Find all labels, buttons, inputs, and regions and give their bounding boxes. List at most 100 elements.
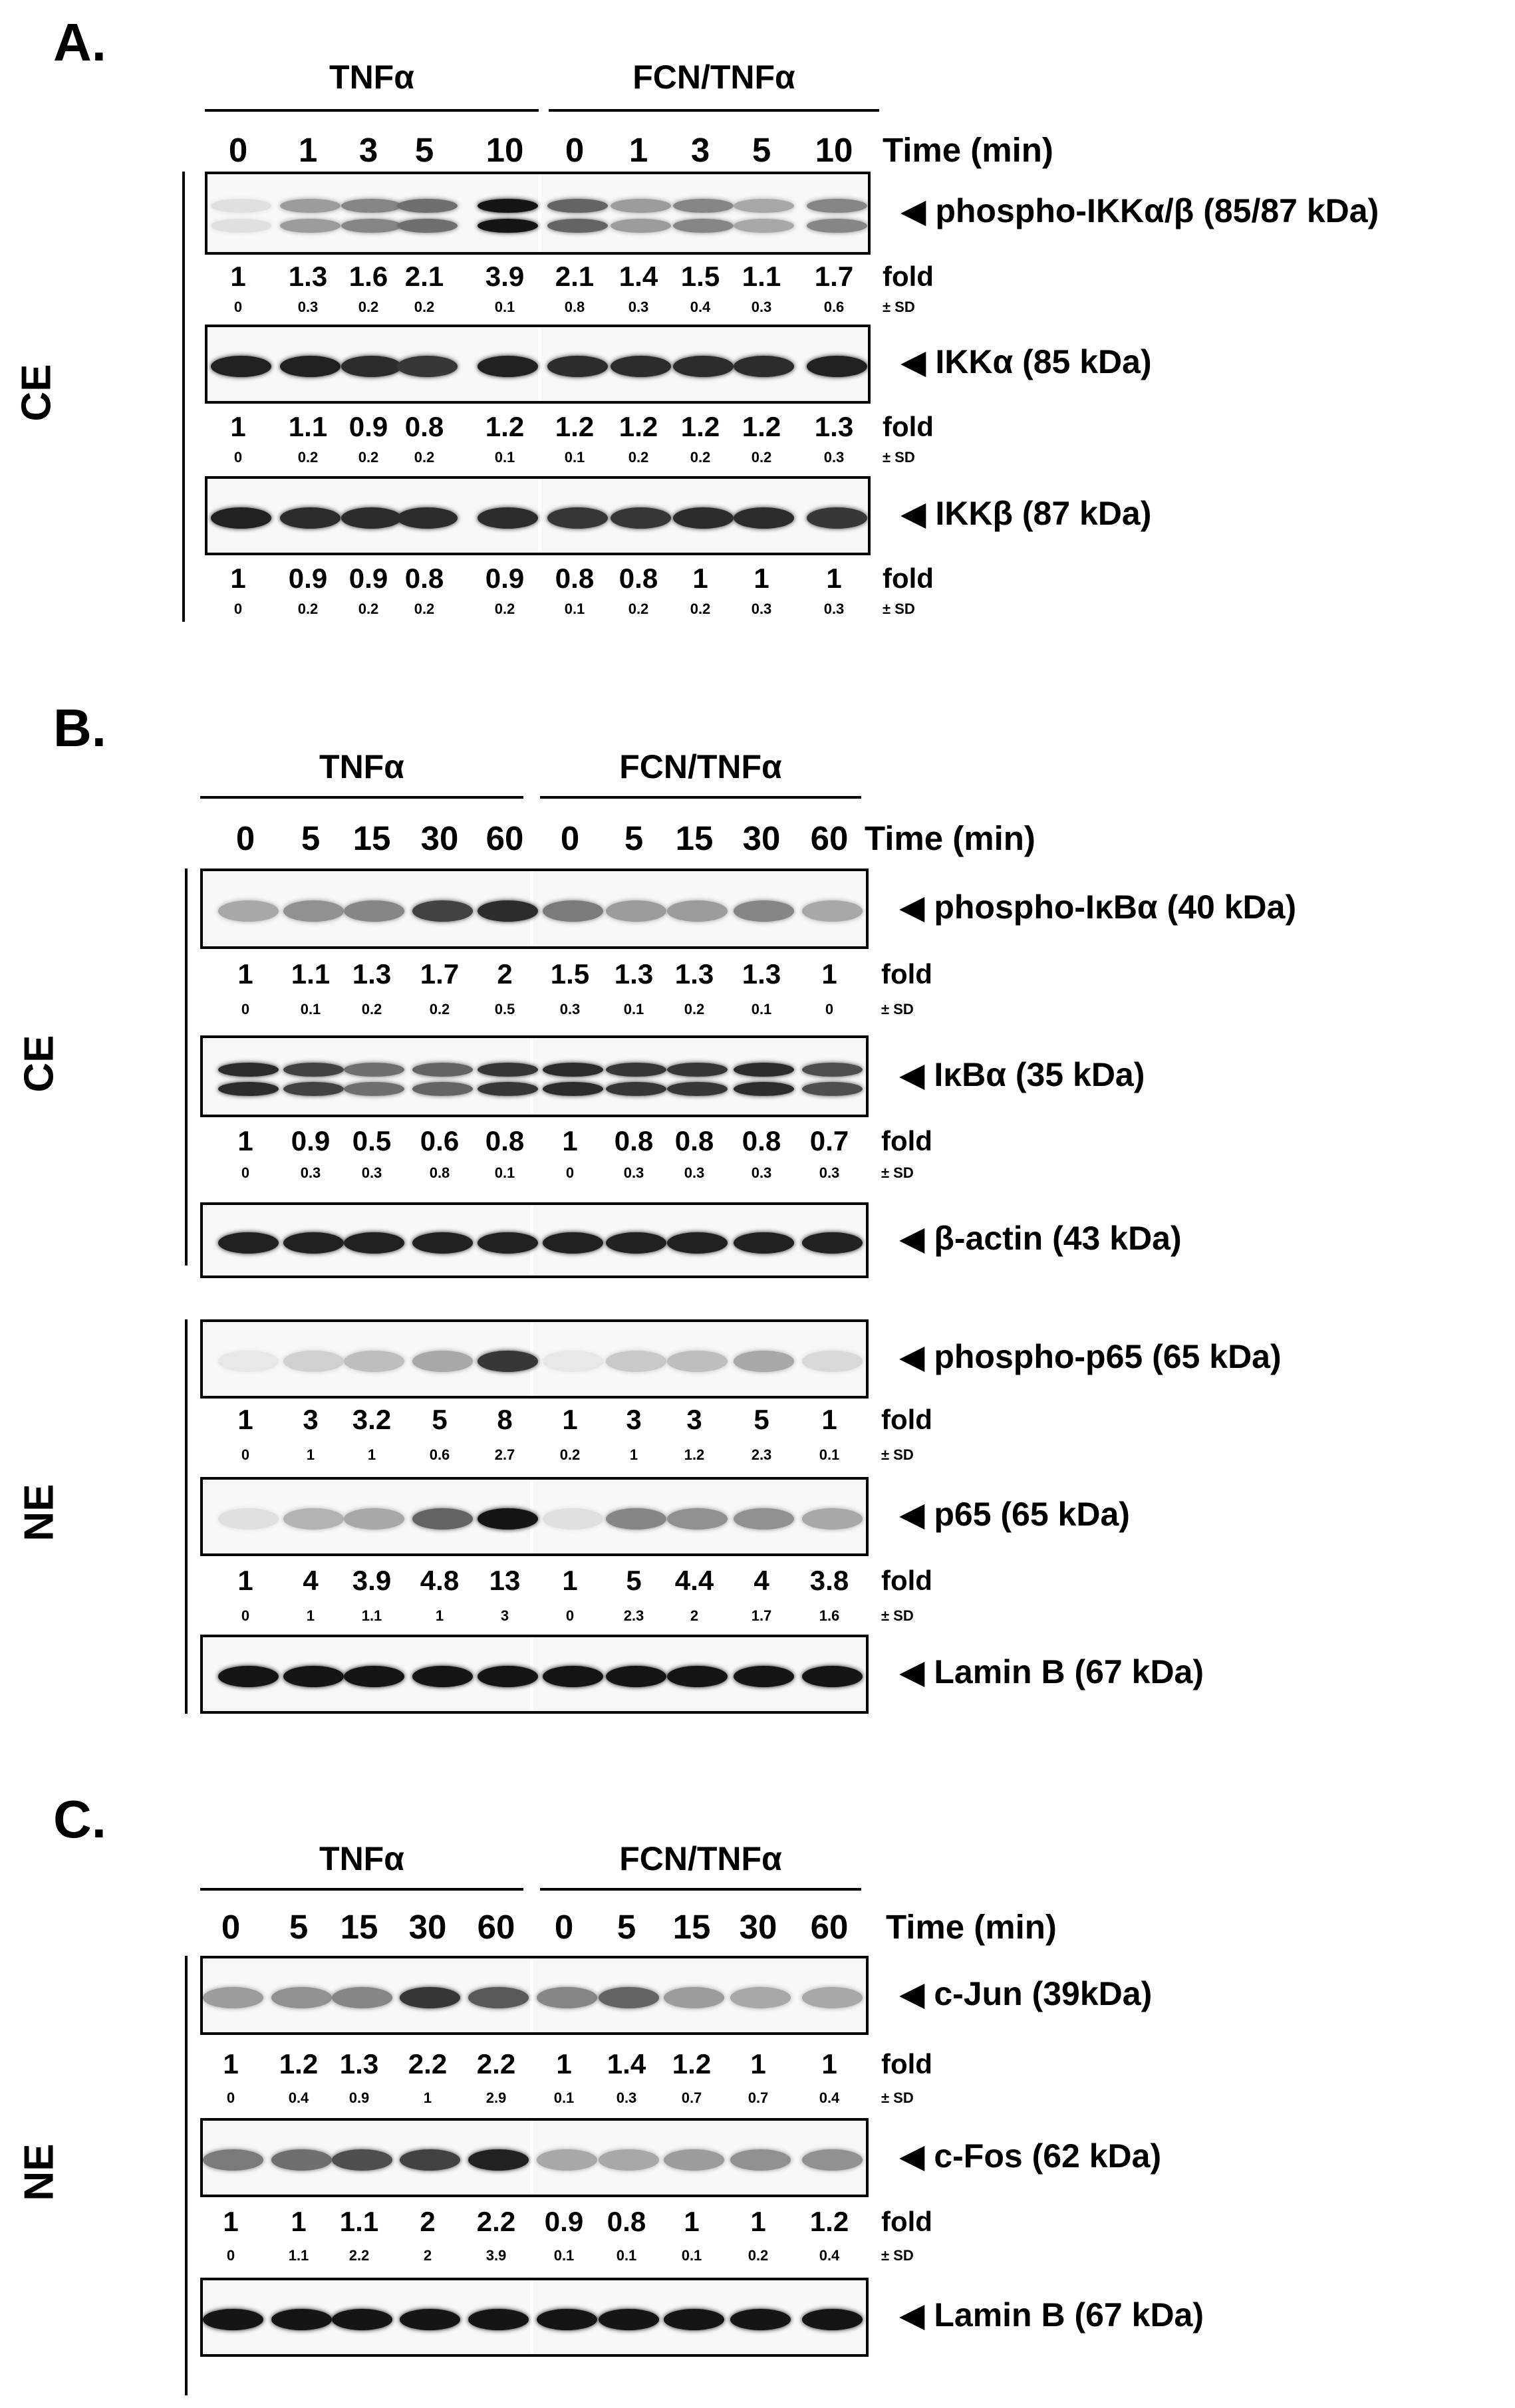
- blot-label: ◀ c-Fos (62 kDa): [899, 2137, 1162, 2175]
- blot-label: ◀ IκBα (35 kDa): [899, 1056, 1145, 1093]
- protein-band: [802, 1987, 863, 2008]
- time-point: 15: [352, 819, 391, 857]
- protein-band: [730, 2149, 791, 2171]
- section-label: NE: [16, 2143, 63, 2201]
- time-point: 15: [675, 819, 714, 857]
- sd-value: 0: [565, 1164, 575, 1181]
- sd-value: 0.1: [553, 2089, 575, 2106]
- sd-value: 0.1: [553, 2247, 575, 2264]
- protein-band: [478, 900, 538, 922]
- sd-value: 0: [825, 1001, 834, 1017]
- protein-band: [341, 199, 402, 213]
- fold-label: fold: [881, 958, 932, 990]
- fold-value: 0.8: [674, 1125, 714, 1156]
- protein-band: [280, 199, 341, 213]
- blot-divider: [530, 1958, 533, 2032]
- sd-value: 0.1: [300, 1001, 321, 1017]
- sd-value: 0: [565, 1607, 575, 1624]
- sd-value: 0.1: [623, 1001, 644, 1017]
- fold-value: 1.2: [485, 411, 525, 442]
- protein-band: [667, 1082, 728, 1096]
- fold-value: 1.2: [742, 411, 781, 442]
- section-label: NE: [16, 1484, 63, 1541]
- time-point: 5: [301, 819, 321, 857]
- protein-band: [280, 356, 341, 377]
- panel-letter: A.: [53, 13, 106, 72]
- fold-value: 4: [754, 1565, 769, 1596]
- protein-band: [332, 2309, 392, 2330]
- fold-value: 0.9: [288, 563, 328, 594]
- protein-band: [478, 1082, 538, 1096]
- fold-value: 0.9: [485, 563, 525, 594]
- blot-image: [200, 1635, 869, 1714]
- sd-value: 0.2: [748, 2247, 769, 2264]
- protein-band: [218, 1508, 279, 1530]
- sd-value: 0.5: [494, 1001, 515, 1017]
- fold-value: 1.2: [555, 411, 595, 442]
- blot-divider: [530, 2121, 533, 2195]
- fold-value: 3.9: [485, 261, 525, 292]
- sd-value: 0.3: [628, 299, 649, 315]
- sd-value: 0.8: [564, 299, 585, 315]
- sd-value: 1: [423, 2089, 432, 2106]
- protein-band: [606, 1351, 666, 1372]
- protein-band: [400, 2149, 460, 2171]
- section-bracket: [182, 172, 185, 622]
- time-point: 5: [414, 131, 434, 169]
- fold-value: 1.2: [619, 411, 658, 442]
- protein-band: [203, 2149, 263, 2171]
- sd-value: 0.3: [297, 299, 319, 315]
- time-axis-label: Time (min): [865, 819, 1035, 857]
- sd-value: 0: [233, 449, 243, 466]
- protein-band: [802, 1666, 863, 1687]
- blot-divider: [538, 174, 541, 252]
- protein-band: [734, 219, 794, 233]
- fold-value: 1.2: [279, 2048, 319, 2079]
- protein-band: [543, 1063, 603, 1077]
- fold-value: 13: [489, 1565, 521, 1596]
- sd-label: ± SD: [881, 1446, 914, 1463]
- protein-band: [332, 2149, 392, 2171]
- sd-value: 1.6: [819, 1607, 840, 1624]
- sd-value: 0.2: [751, 449, 772, 466]
- sd-value: 0.2: [414, 601, 435, 617]
- protein-band: [478, 356, 538, 377]
- group-underline: [540, 1888, 861, 1891]
- fold-label: fold: [883, 411, 934, 442]
- protein-band: [283, 1351, 344, 1372]
- time-point: 5: [752, 131, 771, 169]
- blot-image: [200, 1477, 869, 1556]
- protein-band: [412, 1063, 473, 1077]
- protein-band: [802, 2309, 863, 2330]
- fold-value: 1: [223, 2048, 239, 2079]
- protein-band: [599, 2149, 659, 2171]
- protein-band: [667, 900, 728, 922]
- fold-value: 0.9: [544, 2206, 584, 2237]
- blot-label: ◀ Lamin B (67 kDa): [899, 2296, 1204, 2334]
- fold-value: 1.3: [288, 261, 328, 292]
- sd-label: ± SD: [881, 1607, 914, 1624]
- blot-divider: [538, 327, 541, 401]
- time-point: 30: [408, 1908, 447, 1946]
- sd-value: 0.2: [494, 601, 515, 617]
- sd-value: 0.1: [494, 1164, 515, 1181]
- protein-band: [468, 2309, 529, 2330]
- protein-band: [468, 1987, 529, 2008]
- fold-value: 0.6: [420, 1125, 460, 1156]
- sd-value: 0: [241, 1164, 250, 1181]
- protein-band: [807, 199, 867, 213]
- sd-value: 0.1: [564, 449, 585, 466]
- protein-band: [344, 1232, 404, 1254]
- sd-value: 0.2: [358, 601, 379, 617]
- sd-value: 1.7: [751, 1607, 772, 1624]
- protein-band: [412, 1082, 473, 1096]
- sd-value: 0.1: [616, 2247, 637, 2264]
- protein-band: [543, 900, 603, 922]
- protein-band: [599, 2309, 659, 2330]
- fold-value: 4.4: [674, 1565, 714, 1596]
- fold-value: 1: [562, 1404, 578, 1435]
- sd-value: 0: [226, 2247, 235, 2264]
- protein-band: [283, 1082, 344, 1096]
- protein-band: [478, 1666, 538, 1687]
- protein-band: [400, 2309, 460, 2330]
